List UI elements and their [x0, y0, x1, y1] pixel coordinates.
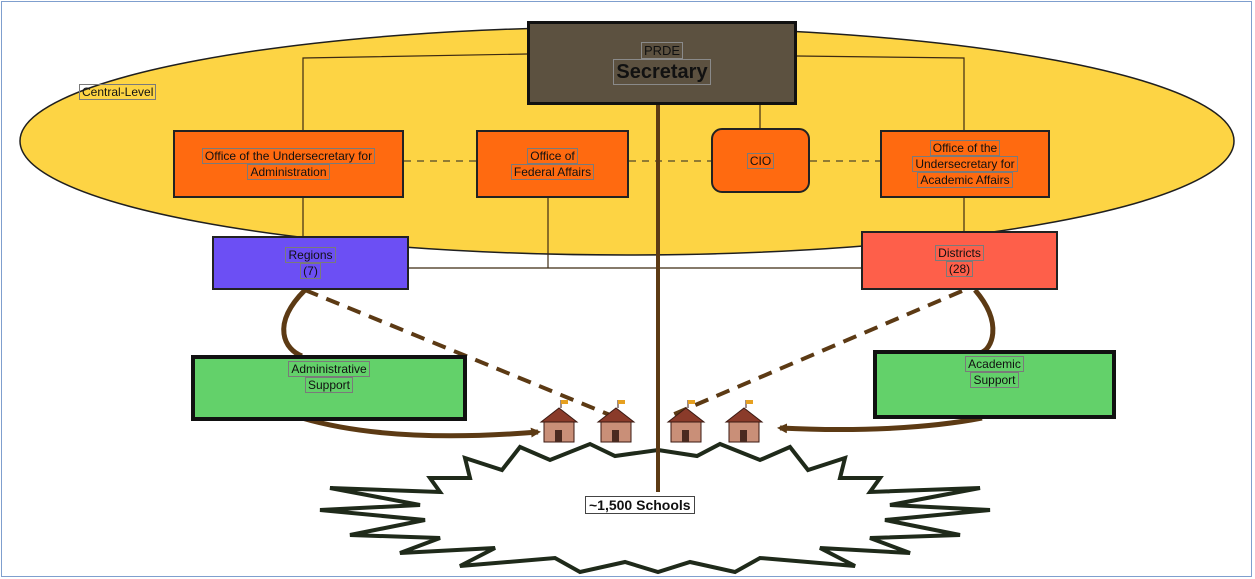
districts-box: Districts (28) [861, 231, 1058, 290]
school-buildings [539, 400, 764, 443]
school-building-icon [666, 400, 706, 443]
administrative-support-box: Administrative Support [191, 355, 467, 421]
regions-box: Regions (7) [212, 236, 409, 290]
academic-support-box: Academic Support [873, 350, 1116, 419]
oversight-dashed-lines [304, 288, 963, 417]
office-academic-line-3: Academic Affairs [917, 172, 1013, 188]
regions-count: (7) [300, 263, 321, 279]
central-level-label: Central-Level [79, 84, 157, 100]
school-building-icon [724, 400, 764, 443]
office-academic-line-2: Undersecretary for [912, 156, 1018, 172]
secretary-label: Secretary [613, 58, 711, 85]
office-undersecretary-academic-affairs-box: Office of the Undersecretary for Academi… [880, 130, 1050, 198]
office-federal-line-1: Office of [527, 148, 578, 164]
office-administration-line-1: Office of the Undersecretary for [201, 148, 376, 164]
office-undersecretary-administration-box: Office of the Undersecretary for Adminis… [173, 130, 404, 198]
cio-box: CIO [711, 128, 810, 193]
school-building-icon [539, 400, 579, 443]
academic-support-line-2: Support [970, 372, 1019, 388]
prde-label: PRDE [640, 41, 684, 59]
office-administration-line-2: Administration [247, 164, 330, 180]
secretary-box: PRDE Secretary [527, 21, 797, 105]
hierarchy-connectors [302, 53, 965, 269]
office-academic-line-1: Office of the [929, 140, 1001, 156]
administrative-support-line-2: Support [304, 377, 354, 393]
schools-label: ~1,500 Schools [585, 496, 695, 514]
schools-count-text: ~1,500 Schools [585, 496, 695, 514]
districts-count: (28) [945, 260, 974, 277]
academic-support-line-1: Academic [965, 356, 1024, 372]
districts-label: Districts [935, 244, 984, 261]
school-building-icon [596, 400, 636, 443]
cio-label: CIO [746, 152, 775, 169]
office-federal-line-2: Federal Affairs [510, 164, 595, 180]
office-federal-affairs-box: Office of Federal Affairs [476, 130, 629, 198]
regions-label: Regions [285, 247, 336, 263]
central-level-text: Central-Level [79, 84, 157, 100]
administrative-support-line-1: Administrative [288, 361, 370, 377]
